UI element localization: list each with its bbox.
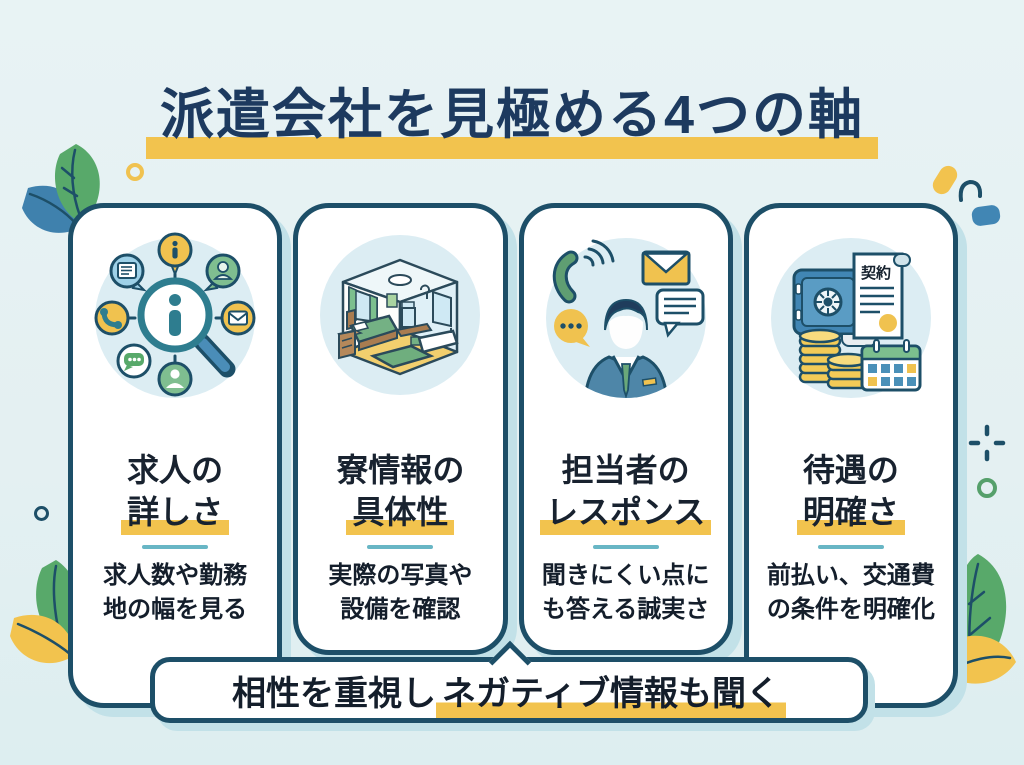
- dorm-room-icon: [315, 230, 485, 400]
- contract-label: 契約: [861, 264, 891, 282]
- card-title: 待遇の明確さ: [749, 450, 953, 535]
- card-description: 求人数や勤務地の幅を見る: [103, 562, 248, 623]
- highlighted-text: 具体性: [346, 493, 455, 535]
- card-description: 聞きにくい点にも答える誠実さ: [541, 562, 710, 623]
- card-job-detail: 求人の詳しさ 求人数や勤務地の幅を見る: [68, 203, 283, 708]
- highlighted-text: 明確さ: [796, 493, 905, 535]
- divider: [367, 545, 434, 550]
- yellow-ring-icon: [126, 163, 144, 181]
- divider: [142, 545, 209, 550]
- card-row: 求人の詳しさ 求人数や勤務地の幅を見る: [68, 203, 958, 708]
- squiggle-icon: [958, 179, 983, 202]
- highlighted-text: レスポンス: [539, 493, 712, 535]
- blue-blob-icon: [970, 204, 1002, 227]
- highlighted-text: 詳しさ: [121, 493, 230, 535]
- leaf-top-left-icon: [22, 144, 100, 233]
- banner-text: 相性を重視しネガティブ情報も聞く: [232, 666, 786, 718]
- card-description: 前払い、交通費の条件を明確化: [766, 562, 935, 623]
- benefits-clarity-icon: 契約: [766, 230, 936, 400]
- agent-response-icon: [541, 230, 711, 400]
- card-benefits-clarity: 契約: [743, 203, 958, 708]
- card-agent-response: 担当者のレスポンス 聞きにくい点にも答える誠実さ: [518, 203, 733, 655]
- sparkle-icon: [968, 424, 1006, 462]
- green-ring-icon: [977, 478, 997, 498]
- magnifier-info-icon: [90, 230, 260, 400]
- divider: [817, 545, 884, 550]
- card-title: 寮情報の具体性: [298, 450, 502, 535]
- navy-ring-icon: [34, 506, 49, 521]
- leaf-bottom-left-icon: [10, 560, 79, 664]
- card-description: 実際の写真や設備を確認: [328, 562, 473, 623]
- highlighted-text: ネガティブ情報も聞く: [436, 674, 786, 718]
- card-title: 求人の詳しさ: [73, 450, 277, 535]
- card-dorm-info: 寮情報の具体性 実際の写真や設備を確認: [293, 203, 508, 655]
- divider: [592, 545, 659, 550]
- card-title: 担当者のレスポンス: [524, 450, 728, 535]
- page-title: 派遣会社を見極める4つの軸: [0, 70, 1024, 160]
- conclusion-banner: 相性を重視しネガティブ情報も聞く: [150, 640, 868, 723]
